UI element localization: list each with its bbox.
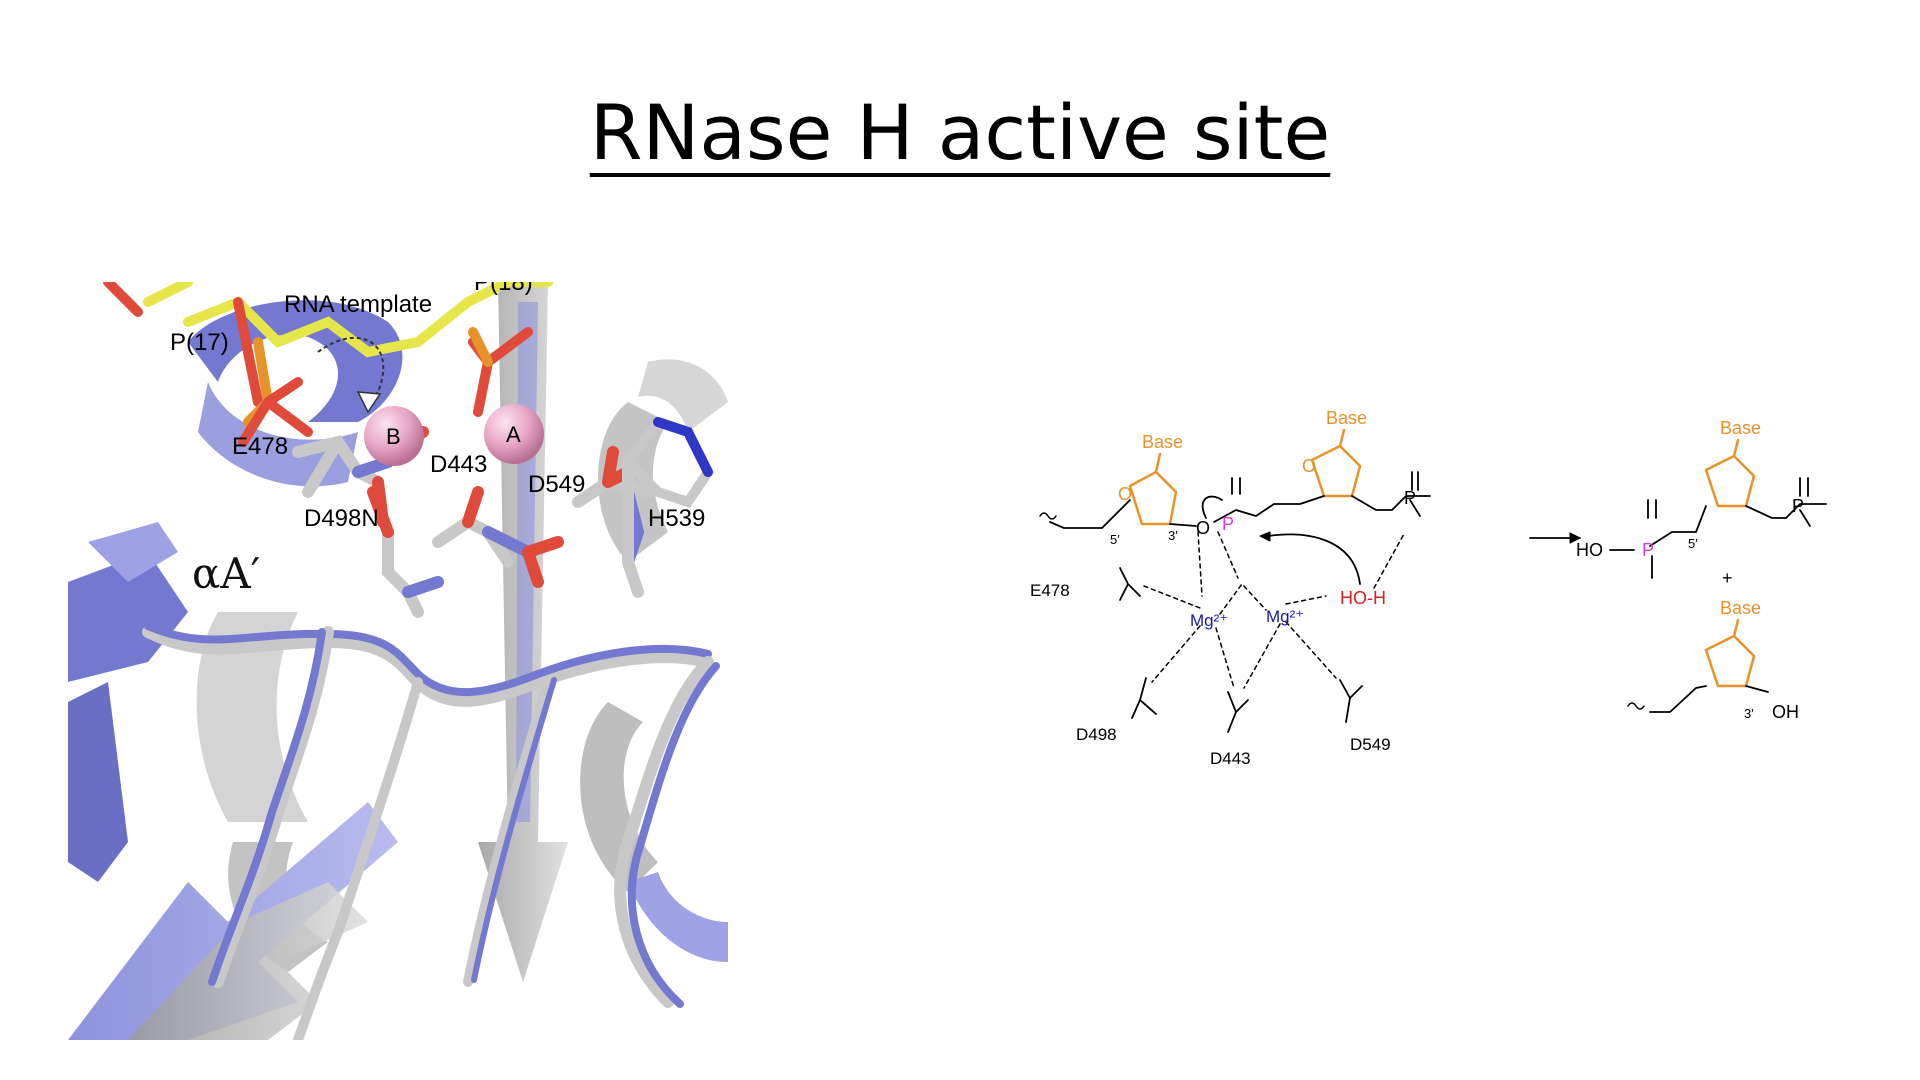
scheme-base-right: Base bbox=[1326, 408, 1367, 428]
scheme-p-center: P bbox=[1222, 514, 1234, 534]
label-d443: D443 bbox=[430, 451, 487, 478]
wavy-bond-left bbox=[1039, 512, 1057, 520]
slide-title: RNase H active site bbox=[0, 88, 1920, 177]
curved-arrow bbox=[317, 336, 385, 403]
slide-title-text: RNase H active site bbox=[589, 88, 1331, 177]
loops bbox=[142, 622, 720, 1040]
product-p-right: P bbox=[1792, 496, 1804, 516]
sugar-product-bottom bbox=[1704, 618, 1756, 688]
product-plus: + bbox=[1722, 568, 1733, 588]
product-5prime: 5′ bbox=[1688, 536, 1698, 551]
scheme-d443: D443 bbox=[1210, 749, 1251, 768]
label-d549: D549 bbox=[528, 471, 585, 498]
product-oh: OH bbox=[1772, 702, 1799, 722]
scheme-5prime: 5′ bbox=[1110, 532, 1120, 547]
sugar-right bbox=[1310, 428, 1362, 498]
structure-panel: RNA template P(17) P(18) E478 D443 D549 … bbox=[68, 282, 728, 1040]
scheme-bonds bbox=[1049, 471, 1827, 733]
label-helix-b: αB′ bbox=[82, 389, 151, 438]
scheme-o-ring-right: O bbox=[1302, 456, 1316, 476]
scheme-e478: E478 bbox=[1030, 581, 1070, 600]
product-p-left: P bbox=[1642, 540, 1654, 560]
label-rna-template: RNA template bbox=[284, 291, 432, 318]
product-base-bottom: Base bbox=[1720, 598, 1761, 618]
product-ho: HO bbox=[1576, 540, 1603, 560]
label-e478: E478 bbox=[232, 433, 288, 460]
reaction-scheme: Base Base O O 5′ 3′ O P P Mg²⁺ Mg²⁺ HO-H… bbox=[1030, 408, 1827, 768]
metal-ion-a bbox=[484, 404, 544, 464]
rna-backbone bbox=[103, 282, 553, 447]
attack-arrow-2 bbox=[1267, 533, 1361, 585]
side-chains bbox=[292, 416, 714, 618]
scheme-d498: D498 bbox=[1076, 725, 1117, 744]
scheme-mg1: Mg²⁺ bbox=[1190, 611, 1228, 630]
label-d498n: D498N bbox=[304, 505, 379, 532]
coordination-bonds bbox=[1143, 531, 1405, 689]
sugar-left bbox=[1128, 452, 1178, 526]
scheme-mg2: Mg²⁺ bbox=[1266, 607, 1304, 626]
scheme-d549: D549 bbox=[1350, 735, 1391, 754]
scheme-3prime: 3′ bbox=[1168, 528, 1178, 543]
scheme-base-left: Base bbox=[1142, 432, 1183, 452]
metal-ion-b bbox=[364, 406, 424, 466]
label-metal-b: B bbox=[386, 424, 401, 449]
scheme-p-right: P bbox=[1404, 488, 1416, 508]
scheme-o-ring-left: O bbox=[1118, 484, 1132, 504]
label-p17: P(17) bbox=[170, 329, 229, 356]
scheme-o-bridge: O bbox=[1196, 518, 1210, 538]
product-3prime: 3′ bbox=[1744, 706, 1754, 721]
label-metal-a: A bbox=[506, 422, 521, 447]
sugar-product-top bbox=[1704, 438, 1756, 508]
scheme-water: HO-H bbox=[1340, 588, 1386, 608]
label-helix-a: αA′ bbox=[192, 549, 260, 598]
wavy-bond-product bbox=[1627, 702, 1645, 710]
label-h539: H539 bbox=[648, 505, 705, 532]
product-base-top: Base bbox=[1720, 418, 1761, 438]
label-p18: P(18) bbox=[474, 282, 533, 296]
attack-arrow-1 bbox=[1201, 495, 1223, 519]
